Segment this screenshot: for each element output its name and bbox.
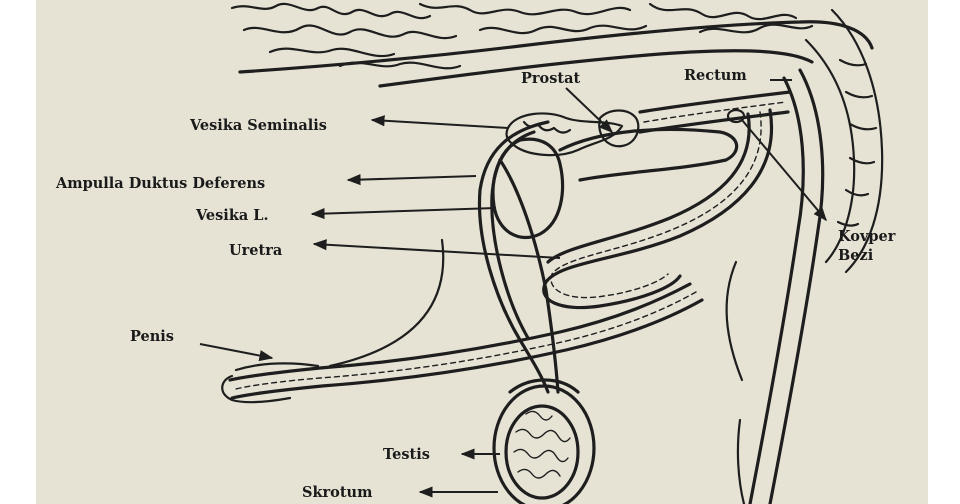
testis-drawing [492, 378, 596, 504]
arrow-penis [199, 343, 274, 362]
prostate-drawing [598, 109, 640, 148]
label-penis: Penis [130, 328, 174, 345]
arrow-kovper [741, 119, 827, 222]
label-bezi: Bezi [838, 247, 874, 264]
arrow-vesika-l [310, 207, 497, 220]
label-uretra: Uretra [229, 242, 283, 259]
cowper-gland-drawing [726, 108, 746, 124]
spine-drawing [804, 8, 884, 274]
label-vesika-l: Vesika L. [195, 207, 269, 224]
label-skrotum: Skrotum [302, 484, 373, 501]
arrow-ampulla [346, 174, 477, 186]
label-vesika-seminalis: Vesika Seminalis [189, 117, 327, 134]
urethra-curve [228, 108, 773, 400]
penis-drawing [221, 238, 445, 404]
label-rectum: Rectum [684, 67, 747, 84]
arrow-vesika-seminalis [370, 115, 509, 129]
arrow-prostat [565, 87, 614, 133]
leader-lines [199, 79, 827, 498]
vas-deferens-drawing [477, 120, 560, 394]
body-wall [238, 20, 874, 88]
arrow-uretra [312, 239, 561, 259]
label-prostat: Prostat [521, 70, 580, 87]
paper-background [36, 0, 928, 504]
label-ampulla: Ampulla Duktus Deferens [55, 175, 265, 192]
rectum-tube [748, 68, 825, 504]
label-testis: Testis [383, 446, 430, 463]
label-kovper: Kovper [838, 228, 896, 245]
thigh-outline [725, 260, 746, 504]
